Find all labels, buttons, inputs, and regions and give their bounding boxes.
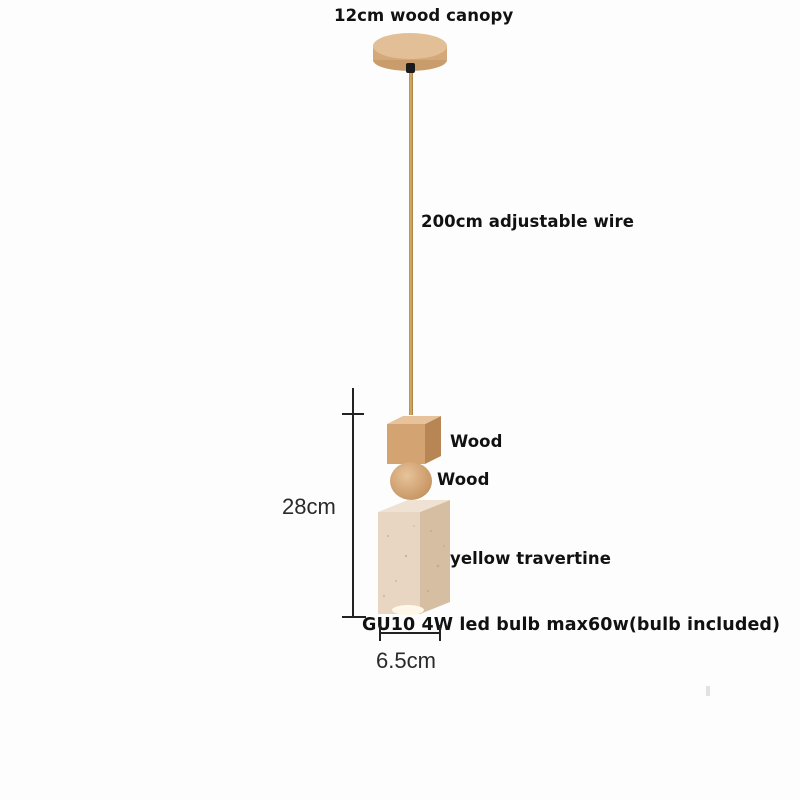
image-artifact (706, 686, 710, 696)
bulb-label: GU10 4W led bulb max60w(bulb included) (362, 615, 781, 635)
width-dimension-tick-left (379, 625, 381, 641)
canopy-label: 12cm wood canopy (334, 6, 514, 25)
wire-grip (406, 63, 415, 73)
wood-ball-label: Wood (437, 470, 490, 489)
wood-cube (387, 416, 441, 464)
wood-cube-label: Wood (450, 432, 503, 451)
travertine-shade (378, 500, 450, 615)
wood-ball (390, 462, 432, 500)
wood-canopy (373, 33, 447, 71)
height-dimension-label: 28cm (282, 494, 336, 519)
width-dimension-tick-right (439, 625, 441, 641)
height-dimension-tick-top (342, 413, 364, 415)
width-dimension-line (380, 632, 440, 634)
width-dimension-label: 6.5cm (376, 648, 436, 673)
travertine-label: yellow travertine (450, 549, 612, 568)
height-dimension-line (352, 388, 354, 618)
height-dimension-tick-bottom (342, 616, 366, 618)
adjustable-wire (409, 65, 413, 415)
wire-label: 200cm adjustable wire (421, 212, 635, 231)
